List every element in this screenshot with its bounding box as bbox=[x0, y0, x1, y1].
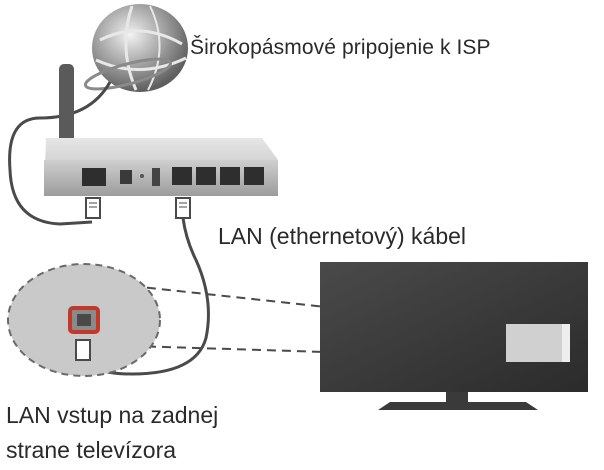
lan-input-label-line2: strane televízora bbox=[6, 437, 177, 463]
isp-cable bbox=[8, 81, 112, 226]
lan-cable bbox=[84, 217, 210, 376]
isp-connection-label: Širokopásmové pripojenie k ISP bbox=[190, 36, 491, 59]
lan-cable-label: LAN (ethernetový) kábel bbox=[218, 223, 467, 249]
globe-icon bbox=[83, 4, 188, 92]
router-icon bbox=[44, 138, 278, 196]
ethernet-plug-icon bbox=[75, 339, 91, 361]
tv-rear-detail bbox=[7, 263, 161, 377]
ethernet-plug-icon bbox=[175, 197, 191, 219]
lan-input-label-line1: LAN vstup na zadnej bbox=[6, 402, 219, 428]
tv-icon bbox=[320, 262, 588, 410]
ethernet-plug-icon bbox=[85, 197, 101, 219]
